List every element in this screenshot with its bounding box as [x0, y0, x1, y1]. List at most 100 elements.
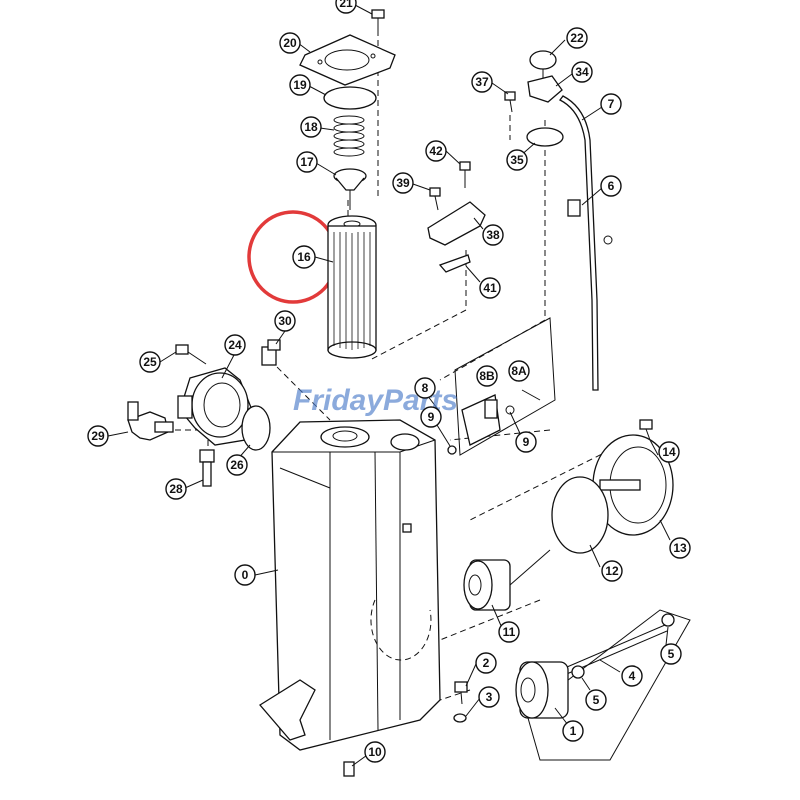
svg-text:30: 30 [278, 314, 292, 328]
svg-text:28: 28 [169, 482, 183, 496]
svg-text:25: 25 [143, 355, 157, 369]
svg-text:1: 1 [570, 724, 577, 738]
callout-5-center: 5 [585, 689, 607, 711]
elbow-fitting-29 [127, 401, 174, 441]
svg-text:14: 14 [662, 445, 676, 459]
callout-30: 30 [274, 310, 296, 332]
callout-8: 8 [414, 377, 436, 399]
washer-9 [447, 445, 457, 455]
filter-element-16 [327, 215, 377, 359]
svg-text:7: 7 [608, 97, 615, 111]
svg-text:38: 38 [486, 228, 500, 242]
callout-8B: 8B [476, 365, 498, 387]
svg-text:5: 5 [593, 693, 600, 707]
bracket-38 [427, 201, 486, 246]
callout-39: 39 [392, 172, 414, 194]
svg-text:5: 5 [668, 647, 675, 661]
nut-5 [571, 613, 675, 679]
bolt-25 [175, 344, 207, 365]
callout-16: 16 [292, 245, 316, 269]
plug-30 [261, 339, 281, 366]
callout-21: 21 [335, 0, 357, 14]
callout-17: 17 [296, 151, 318, 173]
callout-12: 12 [601, 560, 623, 582]
gasket-12 [551, 476, 609, 554]
callout-35: 35 [506, 149, 528, 171]
svg-text:3: 3 [486, 690, 493, 704]
callout-14: 14 [658, 441, 680, 463]
svg-text:35: 35 [510, 153, 524, 167]
svg-text:9: 9 [428, 410, 435, 424]
svg-text:2: 2 [483, 656, 490, 670]
callout-38: 38 [482, 224, 504, 246]
callout-22: 22 [566, 27, 588, 49]
callout-18: 18 [300, 116, 322, 138]
svg-text:34: 34 [575, 65, 589, 79]
svg-text:12: 12 [605, 564, 619, 578]
svg-text:16: 16 [297, 250, 311, 264]
callout-26: 26 [226, 454, 248, 476]
svg-text:19: 19 [293, 78, 307, 92]
callout-20: 20 [279, 32, 301, 54]
dipstick-7 [559, 95, 599, 391]
callout-19: 19 [289, 74, 311, 96]
callout-5-right: 5 [660, 643, 682, 665]
breather-cap-22 [529, 50, 557, 80]
svg-text:8A: 8A [511, 364, 527, 378]
svg-text:22: 22 [570, 31, 584, 45]
hydraulic-tank-0 [259, 419, 441, 751]
svg-text:20: 20 [283, 36, 297, 50]
callout-25: 25 [139, 351, 161, 373]
bolt-2 [454, 681, 468, 705]
bolt-42 [459, 161, 471, 188]
callout-29: 29 [87, 425, 109, 447]
svg-text:6: 6 [608, 179, 615, 193]
svg-text:4: 4 [629, 669, 636, 683]
filter-head-24 [177, 367, 253, 446]
callout-11: 11 [498, 621, 520, 643]
bolt-14 [639, 419, 653, 441]
svg-text:18: 18 [304, 120, 318, 134]
gasket-26 [241, 405, 271, 451]
bolt-39 [429, 187, 441, 211]
callout-28: 28 [165, 478, 187, 500]
clip-6 [567, 199, 613, 245]
bracket-34 [527, 75, 563, 103]
bolt-37 [504, 91, 516, 113]
gasket-35 [526, 127, 564, 147]
svg-text:8B: 8B [479, 369, 495, 383]
plug-10 [343, 761, 355, 777]
svg-text:24: 24 [228, 338, 242, 352]
svg-text:39: 39 [396, 176, 410, 190]
callout-41: 41 [479, 277, 501, 299]
cover-13 [592, 434, 674, 536]
strainer-11 [463, 549, 551, 611]
leader-lines [107, 4, 671, 767]
svg-text:26: 26 [230, 458, 244, 472]
svg-text:11: 11 [503, 625, 516, 639]
svg-text:8: 8 [422, 381, 429, 395]
callout-1: 1 [562, 720, 584, 742]
strainer-1 [515, 609, 691, 761]
svg-text:17: 17 [300, 155, 314, 169]
svg-text:10: 10 [368, 745, 382, 759]
callout-8A: 8A [508, 360, 530, 382]
callout-0: 0 [234, 564, 256, 586]
svg-text:29: 29 [91, 429, 105, 443]
callout-2: 2 [475, 652, 497, 674]
svg-text:37: 37 [475, 75, 489, 89]
callout-24: 24 [224, 334, 246, 356]
callout-42: 42 [425, 140, 447, 162]
callout-9-left: 9 [420, 406, 442, 428]
svg-text:21: 21 [339, 0, 353, 10]
callout-9-right: 9 [515, 431, 537, 453]
cover-plate-20 [299, 34, 396, 86]
callout-10: 10 [364, 741, 386, 763]
callout-4: 4 [621, 665, 643, 687]
washer-3 [453, 713, 467, 723]
bolt-21 [371, 9, 385, 32]
valve-17 [333, 168, 367, 210]
callout-7: 7 [600, 93, 622, 115]
sender-bracket-frame [454, 317, 556, 456]
